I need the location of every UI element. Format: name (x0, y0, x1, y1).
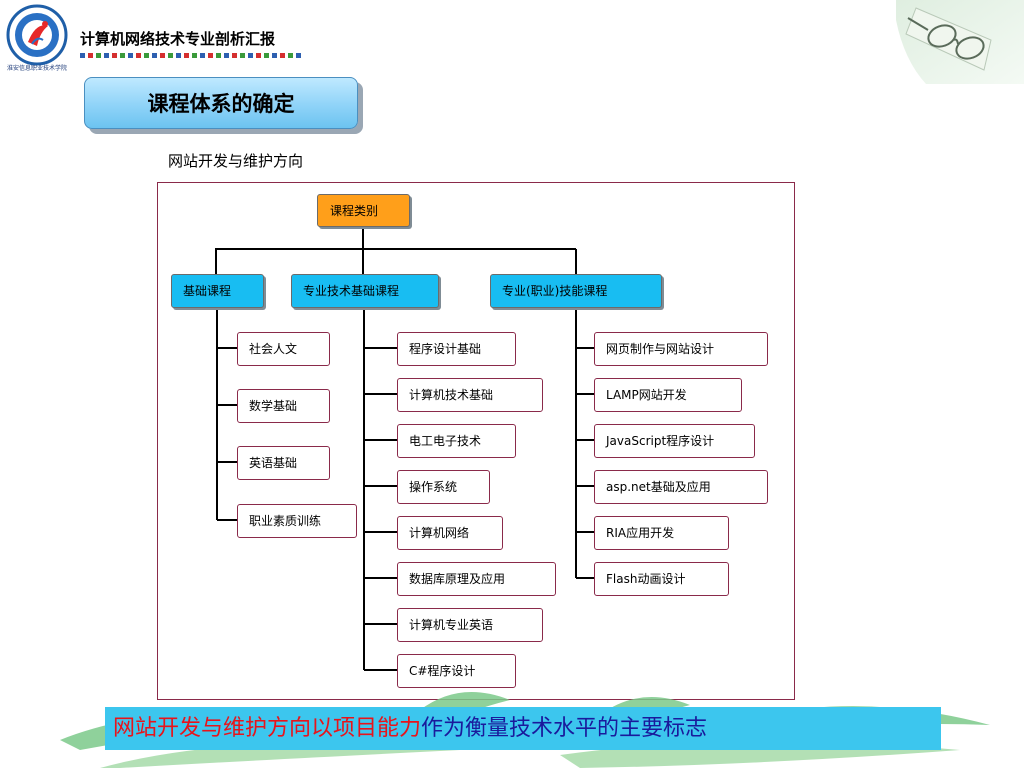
glasses-decoration-icon (896, 0, 1024, 84)
course-node: 计算机专业英语 (397, 608, 543, 642)
course-node: JavaScript程序设计 (594, 424, 755, 458)
course-node: RIA应用开发 (594, 516, 729, 550)
banner-text-part1: 网站开发与维护方向 (113, 716, 312, 741)
logo-text: 淮安信息职业技术学院 (6, 65, 67, 72)
course-node: 数据库原理及应用 (397, 562, 556, 596)
category-node-professional-foundation: 专业技术基础课程 (291, 274, 439, 308)
category-node-vocational-skill: 专业(职业)技能课程 (490, 274, 662, 308)
course-node: 操作系统 (397, 470, 490, 504)
course-node: 计算机技术基础 (397, 378, 543, 412)
course-node: 程序设计基础 (397, 332, 516, 366)
section-title: 课程体系的确定 (84, 77, 358, 129)
course-node: 电工电子技术 (397, 424, 516, 458)
category-node-basic: 基础课程 (171, 274, 264, 308)
course-node: Flash动画设计 (594, 562, 729, 596)
diagram-root-node: 课程类别 (317, 194, 410, 227)
header-title: 计算机网络技术专业剖析汇报 (80, 30, 276, 48)
course-node: C#程序设计 (397, 654, 516, 688)
college-logo-icon (6, 4, 68, 66)
summary-banner: 网站开发与维护方向以项目能力作为衡量技术水平的主要标志 (105, 707, 941, 750)
banner-text-part3: 作为衡量技术水平的主要标志 (421, 716, 708, 741)
header-dotted-bar (80, 53, 304, 58)
course-node: 网页制作与网站设计 (594, 332, 768, 366)
course-node: asp.net基础及应用 (594, 470, 768, 504)
course-node: 职业素质训练 (237, 504, 357, 538)
course-node: 数学基础 (237, 389, 330, 423)
course-node: 英语基础 (237, 446, 330, 480)
course-node: LAMP网站开发 (594, 378, 742, 412)
course-node: 社会人文 (237, 332, 330, 366)
banner-text-part2: 以项目能力 (311, 716, 422, 741)
diagram-subtitle: 网站开发与维护方向 (168, 152, 304, 170)
course-node: 计算机网络 (397, 516, 503, 550)
